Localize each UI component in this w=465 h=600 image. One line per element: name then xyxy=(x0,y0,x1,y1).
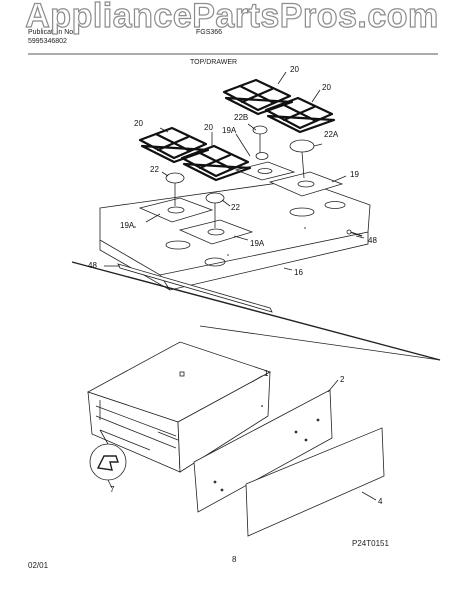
burner-base-19a-center xyxy=(178,219,254,245)
callout-48-right: 48 xyxy=(368,236,377,245)
publication-number: 5995346802 xyxy=(28,38,67,45)
burner-base-19a-left xyxy=(138,197,214,223)
burner-cap-22-left xyxy=(165,172,185,206)
burner-hole xyxy=(165,240,191,250)
callout-22b: 22B xyxy=(234,113,248,122)
burner-hole xyxy=(324,201,346,209)
callout-19a-left: 19A xyxy=(120,221,135,230)
burner-hole xyxy=(204,257,226,267)
burner-cap-22-center xyxy=(205,192,225,228)
callout-1: 1 xyxy=(264,369,269,378)
callout-19-right: 19 xyxy=(350,170,359,179)
callout-2: 2 xyxy=(340,375,345,384)
grate-rear-left xyxy=(222,78,294,116)
callout-grate-front-left: 20 xyxy=(134,119,143,128)
burner-cap-22b xyxy=(252,125,269,160)
grate-rear-right xyxy=(264,96,336,134)
front-trim xyxy=(117,263,273,313)
page-number: 8 xyxy=(232,555,237,564)
footer-date: 02/01 xyxy=(28,561,49,570)
burner-hole xyxy=(289,207,315,217)
figure-code: P24T0151 xyxy=(352,539,389,548)
callout-4: 4 xyxy=(378,497,383,506)
clip-detail xyxy=(89,429,151,481)
burner-cap-22a xyxy=(289,139,315,179)
front-trim-strip xyxy=(117,263,273,313)
burner-base-19a-rear xyxy=(234,161,296,181)
callout-22-left: 22 xyxy=(150,165,159,174)
grate-front-left xyxy=(138,126,210,164)
callout-19a-rear: 19A xyxy=(222,126,237,135)
watermark-logo: AppliancePartsPros.com xyxy=(25,0,438,35)
section-divider-line xyxy=(71,261,441,361)
leader-lines xyxy=(104,71,377,501)
burner-base-19-right xyxy=(268,171,344,197)
callout-22-center: 22 xyxy=(231,203,240,212)
drawer-front xyxy=(177,371,271,473)
callout-grate-rear-left: 20 xyxy=(290,65,299,74)
callout-48-left: 48 xyxy=(88,261,97,270)
callout-grate-front-right: 20 xyxy=(204,123,213,132)
callout-16: 16 xyxy=(294,268,303,277)
drawer-assembly xyxy=(86,341,272,473)
publication-label: Publication No. xyxy=(28,29,75,36)
drawer-panel xyxy=(193,389,333,513)
grate-front-right xyxy=(180,144,252,182)
drawer-front-panel xyxy=(245,427,385,537)
callout-19a-center: 19A xyxy=(250,239,265,248)
callout-grate-rear-right: 20 xyxy=(322,83,331,92)
section-divider-line-2 xyxy=(199,325,441,361)
callout-22a: 22A xyxy=(324,130,339,139)
callout-7: 7 xyxy=(110,485,115,494)
screw-right xyxy=(346,229,363,237)
model-number: FGS366 xyxy=(196,29,222,36)
section-title: TOP/DRAWER xyxy=(190,59,237,66)
